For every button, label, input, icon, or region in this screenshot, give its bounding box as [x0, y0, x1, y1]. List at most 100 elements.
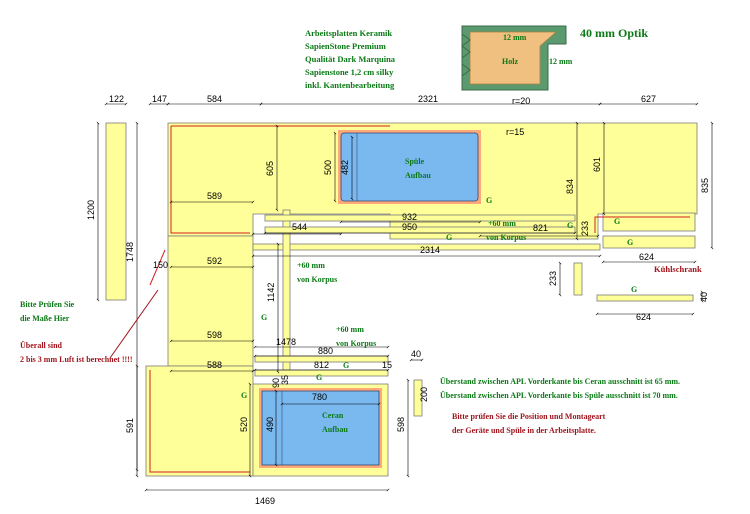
dim-500: 500 [323, 160, 333, 175]
dim-147: 147 [152, 94, 167, 104]
luft-note-2: 2 bis 3 mm Luft ist berechnet !!!! [20, 355, 133, 364]
plus60-c-2: von Korpus [336, 339, 376, 348]
dim-932: 932 [402, 212, 417, 222]
bottom-left-countertop [145, 365, 254, 477]
profile-side-label: 12 mm [549, 57, 573, 66]
plus60-notes: +60 mm von Korpus +60 mm von Korpus +60 … [297, 219, 526, 348]
dim-482: 482 [340, 160, 350, 175]
dim-15: 15 [382, 360, 392, 370]
strip-1142 [282, 209, 291, 376]
dimension-lines [96, 102, 714, 492]
ceran-label-1: Ceran [322, 411, 344, 420]
optik-title: 40 mm Optik [580, 26, 648, 40]
dim-605: 605 [265, 161, 275, 176]
grain-g-7: G [343, 361, 349, 370]
dim-627: 627 [641, 94, 656, 104]
spec-text-block: Arbeitsplatten Keramik SapienStone Premi… [305, 28, 396, 90]
dim-122: 122 [109, 94, 124, 104]
dim-601: 601 [592, 157, 602, 172]
left-wall-strip [105, 122, 127, 301]
radius-20: r=20 [512, 96, 530, 106]
grain-g-3: G [446, 233, 452, 242]
spec-line-1: Arbeitsplatten Keramik [305, 28, 392, 38]
dim-2321: 2321 [418, 94, 438, 104]
fridge-label: Kühlschrank [654, 264, 702, 274]
grain-g-4: G [614, 217, 620, 226]
plus60-a-1: +60 mm [488, 219, 516, 228]
grain-g-10: G [631, 285, 637, 294]
radius-15: r=15 [506, 127, 524, 137]
dim-598: 598 [207, 330, 222, 340]
plus60-b-1: +60 mm [297, 261, 325, 270]
check-left-2: die Maße Hier [20, 314, 70, 323]
dim-624-b: 624 [636, 312, 651, 322]
dim-520: 520 [239, 417, 249, 432]
spec-line-2: SapienStone Premium [305, 41, 386, 51]
dim-35: 35 [280, 375, 290, 385]
dim-233-b: 233 [548, 271, 558, 286]
strip-2314 [252, 243, 601, 251]
dim-592: 592 [207, 256, 222, 266]
note-check-2: der Geräte und Spüle in der Arbeitsplatt… [452, 426, 596, 435]
dim-1469: 1469 [255, 496, 275, 506]
plus60-c-1: +60 mm [336, 325, 364, 334]
spec-line-3: Qualität Dark Marquina [305, 54, 396, 64]
dim-233-a: 233 [580, 221, 590, 236]
grain-g-5: G [627, 238, 633, 247]
dim-1200: 1200 [86, 200, 96, 220]
note-sink-overhang: Überstand zwischen APL Vorderkante bis S… [440, 391, 678, 400]
dim-880: 880 [318, 346, 333, 356]
dim-584: 584 [207, 94, 222, 104]
dim-812: 812 [314, 360, 329, 370]
dim-589: 589 [207, 191, 222, 201]
grain-g-8: G [241, 391, 247, 400]
dim-835: 835 [700, 178, 710, 193]
grain-g-9: G [316, 373, 322, 382]
piece-200 [413, 379, 423, 417]
piece-624 [596, 294, 694, 302]
grain-g-1: G [486, 196, 492, 205]
dim-40-a: 40 [699, 292, 709, 302]
dim-950: 950 [402, 222, 417, 232]
spec-line-5: inkl. Kantenbearbeitung [305, 80, 395, 90]
dimension-labels: 122 147 584 2321 627 1200 1748 150 605 5… [86, 94, 710, 506]
dim-598-b: 598 [396, 417, 406, 432]
spec-line-4: Sapienstone 1,2 cm silky [305, 67, 394, 77]
dim-150: 150 [153, 260, 168, 270]
sink-label-2: Aufbau [405, 171, 431, 180]
dim-591: 591 [125, 418, 135, 433]
strip-932 [264, 214, 576, 222]
ceran-label-2: Aufbau [322, 425, 348, 434]
luft-note-1: Überall sind [20, 341, 63, 350]
left-notes: Bitte Prüfen Sie die Maße Hier Überall s… [20, 300, 133, 364]
sink-cutout: Spüle Aufbau [338, 130, 481, 204]
dim-624-a: 624 [639, 252, 654, 262]
note-check-1: Bitte prüfen Sie die Position und Montag… [452, 412, 606, 421]
dim-1142: 1142 [266, 283, 276, 302]
grain-g-6: G [261, 313, 267, 322]
right-notes: Überstand zwischen APL Vorderkante bis C… [440, 377, 680, 435]
strip-950 [264, 226, 576, 234]
edge-profile-sketch: 12 mm Holz 12 mm [461, 25, 573, 91]
piece-233 [573, 262, 583, 296]
dim-40-b: 40 [411, 349, 421, 359]
dim-834: 834 [565, 179, 575, 194]
luft-pointer [109, 289, 159, 359]
left-column-countertop [167, 235, 254, 367]
dim-588: 588 [207, 360, 222, 370]
dim-490: 490 [265, 417, 275, 432]
plus60-a-2: von Korpus [486, 233, 526, 242]
check-left-1: Bitte Prüfen Sie [20, 300, 75, 309]
right-strip-b [602, 235, 696, 249]
profile-core-label: Holz [502, 57, 518, 66]
dim-1748: 1748 [125, 242, 135, 262]
note-ceran-overhang: Überstand zwischen APL Vorderkante bis C… [440, 377, 680, 386]
dim-544: 544 [292, 222, 307, 232]
dim-780: 780 [312, 392, 327, 402]
red-outlines [149, 125, 690, 473]
profile-top-label: 12 mm [503, 33, 527, 42]
dim-200: 200 [419, 387, 429, 402]
plus60-b-2: von Korpus [297, 275, 337, 284]
grain-g-2: G [567, 221, 573, 230]
